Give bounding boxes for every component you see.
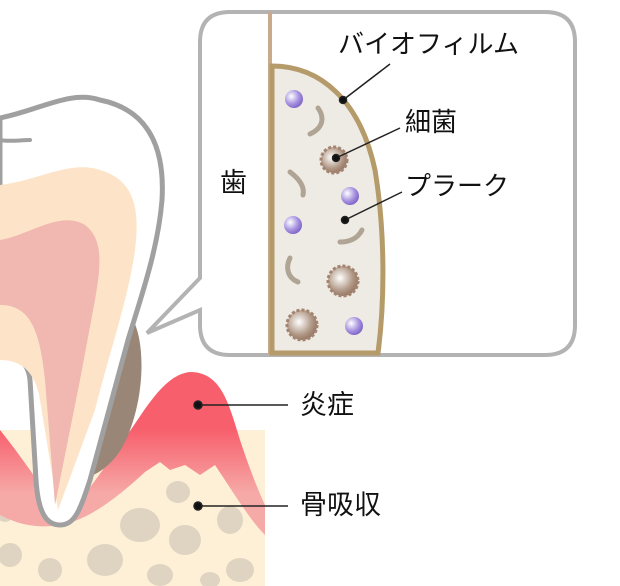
label-bacteria: 細菌 xyxy=(405,108,458,138)
bacteria xyxy=(285,105,365,285)
tooth xyxy=(0,94,165,528)
brown-bacteria xyxy=(285,145,360,342)
inflamed-gum xyxy=(0,372,265,535)
leader-lines xyxy=(193,63,403,511)
label-bone-resorption: 骨吸収 xyxy=(300,490,381,521)
label-plaque: プラーク xyxy=(405,172,510,202)
label-biofilm: バイオフィルム xyxy=(338,30,519,60)
label-inflammation: 炎症 xyxy=(300,390,354,421)
purple-bacteria xyxy=(284,90,363,335)
label-tooth: 歯 xyxy=(220,168,247,199)
